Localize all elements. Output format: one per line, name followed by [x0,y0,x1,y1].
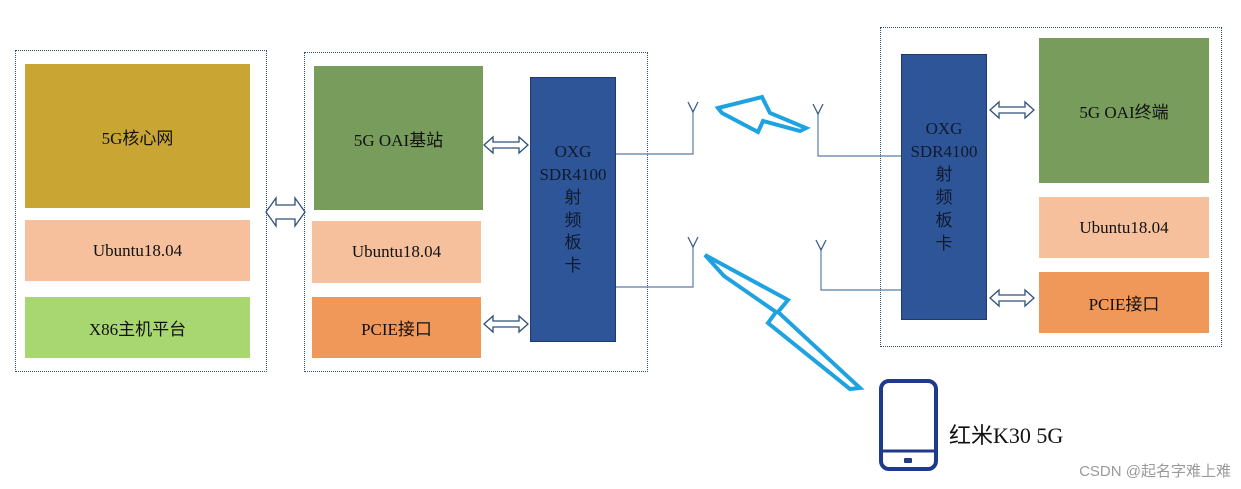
ue-pcie-rf-arrow [989,289,1035,307]
ue-rf-line-3: 射 [935,165,953,185]
gnb-rf-line-5: 板 [564,233,582,253]
ue-antenna-2 [815,239,901,291]
gnb-rf-line-2: SDR4100 [539,164,607,184]
gnb-box: 5G OAI基站 [314,66,483,210]
core-ubuntu-box: Ubuntu18.04 [25,220,250,281]
watermark: CSDN @起名字难上难 [1079,463,1231,480]
ue-rf-line-2: SDR4100 [910,142,978,162]
ue-rf-line-4: 频 [935,188,953,207]
core-gnb-arrow [265,195,306,229]
ue-pcie-box: PCIE接口 [1039,272,1209,333]
ue-rf-line-6: 卡 [935,233,953,253]
x86-platform-box: X86主机平台 [25,297,250,358]
gnb-rf-card: OXG SDR4100 射 频 板 卡 [530,77,616,342]
gnb-pcie-box: PCIE接口 [312,297,481,358]
gnb-rf-line-6: 卡 [564,256,582,276]
gnb-ubuntu-box: Ubuntu18.04 [312,221,481,283]
ue-ubuntu-box: Ubuntu18.04 [1039,197,1209,258]
ue-box: 5G OAI终端 [1039,38,1209,183]
phone-label: 红米K30 5G [949,423,1064,448]
gnb-rf-line-4: 频 [564,210,582,230]
gnb-antenna-1 [616,101,699,155]
ue-rf-line-1: OXG [925,119,963,139]
gnb-rf-arrow [483,136,529,154]
wireless-link-lightning-icon [714,94,811,135]
core-network-box: 5G核心网 [25,64,250,208]
gnb-rf-line-3: 射 [564,187,582,207]
gnb-antenna-2 [616,236,699,288]
ue-rf-card: OXG SDR4100 射 频 板 卡 [901,54,987,320]
gnb-rf-line-1: OXG [554,141,592,161]
ue-group [880,27,1222,347]
phone-icon [879,379,938,471]
ue-rf-arrow [989,101,1035,119]
ue-antenna-1 [812,103,901,157]
gnb-pcie-rf-arrow [483,315,529,333]
phone-link-lightning-icon [703,253,865,392]
ue-rf-line-5: 板 [935,210,953,230]
